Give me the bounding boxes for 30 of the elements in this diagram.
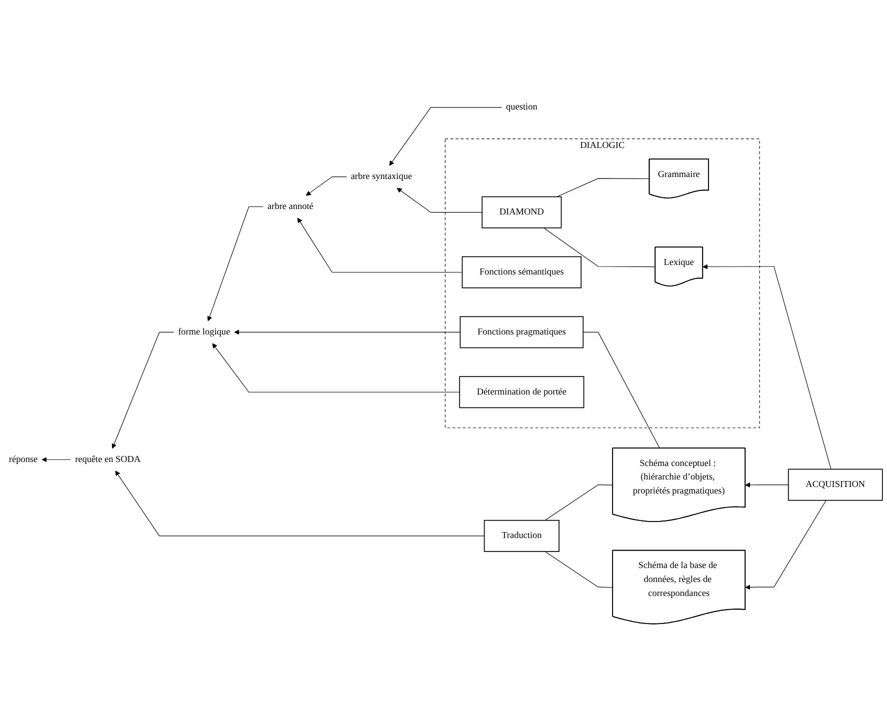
arrow bbox=[396, 188, 482, 213]
connector bbox=[543, 228, 656, 268]
connector bbox=[582, 332, 660, 449]
node-text: forme logique bbox=[178, 327, 230, 337]
arrow bbox=[42, 457, 72, 462]
node-box: ACQUISITION bbox=[788, 468, 883, 501]
arrow bbox=[702, 264, 832, 470]
connector bbox=[544, 551, 614, 588]
node-box: Détermination de portée bbox=[459, 376, 584, 408]
arrow bbox=[745, 500, 826, 590]
node-text: arbre annoté bbox=[268, 202, 314, 212]
arrow bbox=[212, 343, 460, 392]
node-text: question bbox=[506, 102, 538, 112]
arrow bbox=[112, 332, 174, 449]
node-text: requête en SODA bbox=[75, 454, 141, 464]
arrow bbox=[207, 206, 264, 322]
arrow bbox=[389, 107, 502, 166]
node-text: réponse bbox=[8, 454, 38, 464]
arrow bbox=[306, 176, 347, 196]
connector bbox=[544, 484, 614, 521]
arrow bbox=[234, 330, 460, 335]
node-box: Fonctions sémantiques bbox=[462, 256, 582, 288]
connector bbox=[556, 178, 650, 198]
arrow bbox=[745, 482, 789, 488]
arrow bbox=[115, 470, 485, 536]
node-box: DIAMOND bbox=[482, 196, 562, 228]
node-text: arbre syntaxique bbox=[350, 172, 412, 182]
arrow bbox=[297, 218, 463, 273]
node-box: Fonctions pragmatiques bbox=[460, 316, 584, 348]
node-box: Traduction bbox=[484, 520, 560, 552]
